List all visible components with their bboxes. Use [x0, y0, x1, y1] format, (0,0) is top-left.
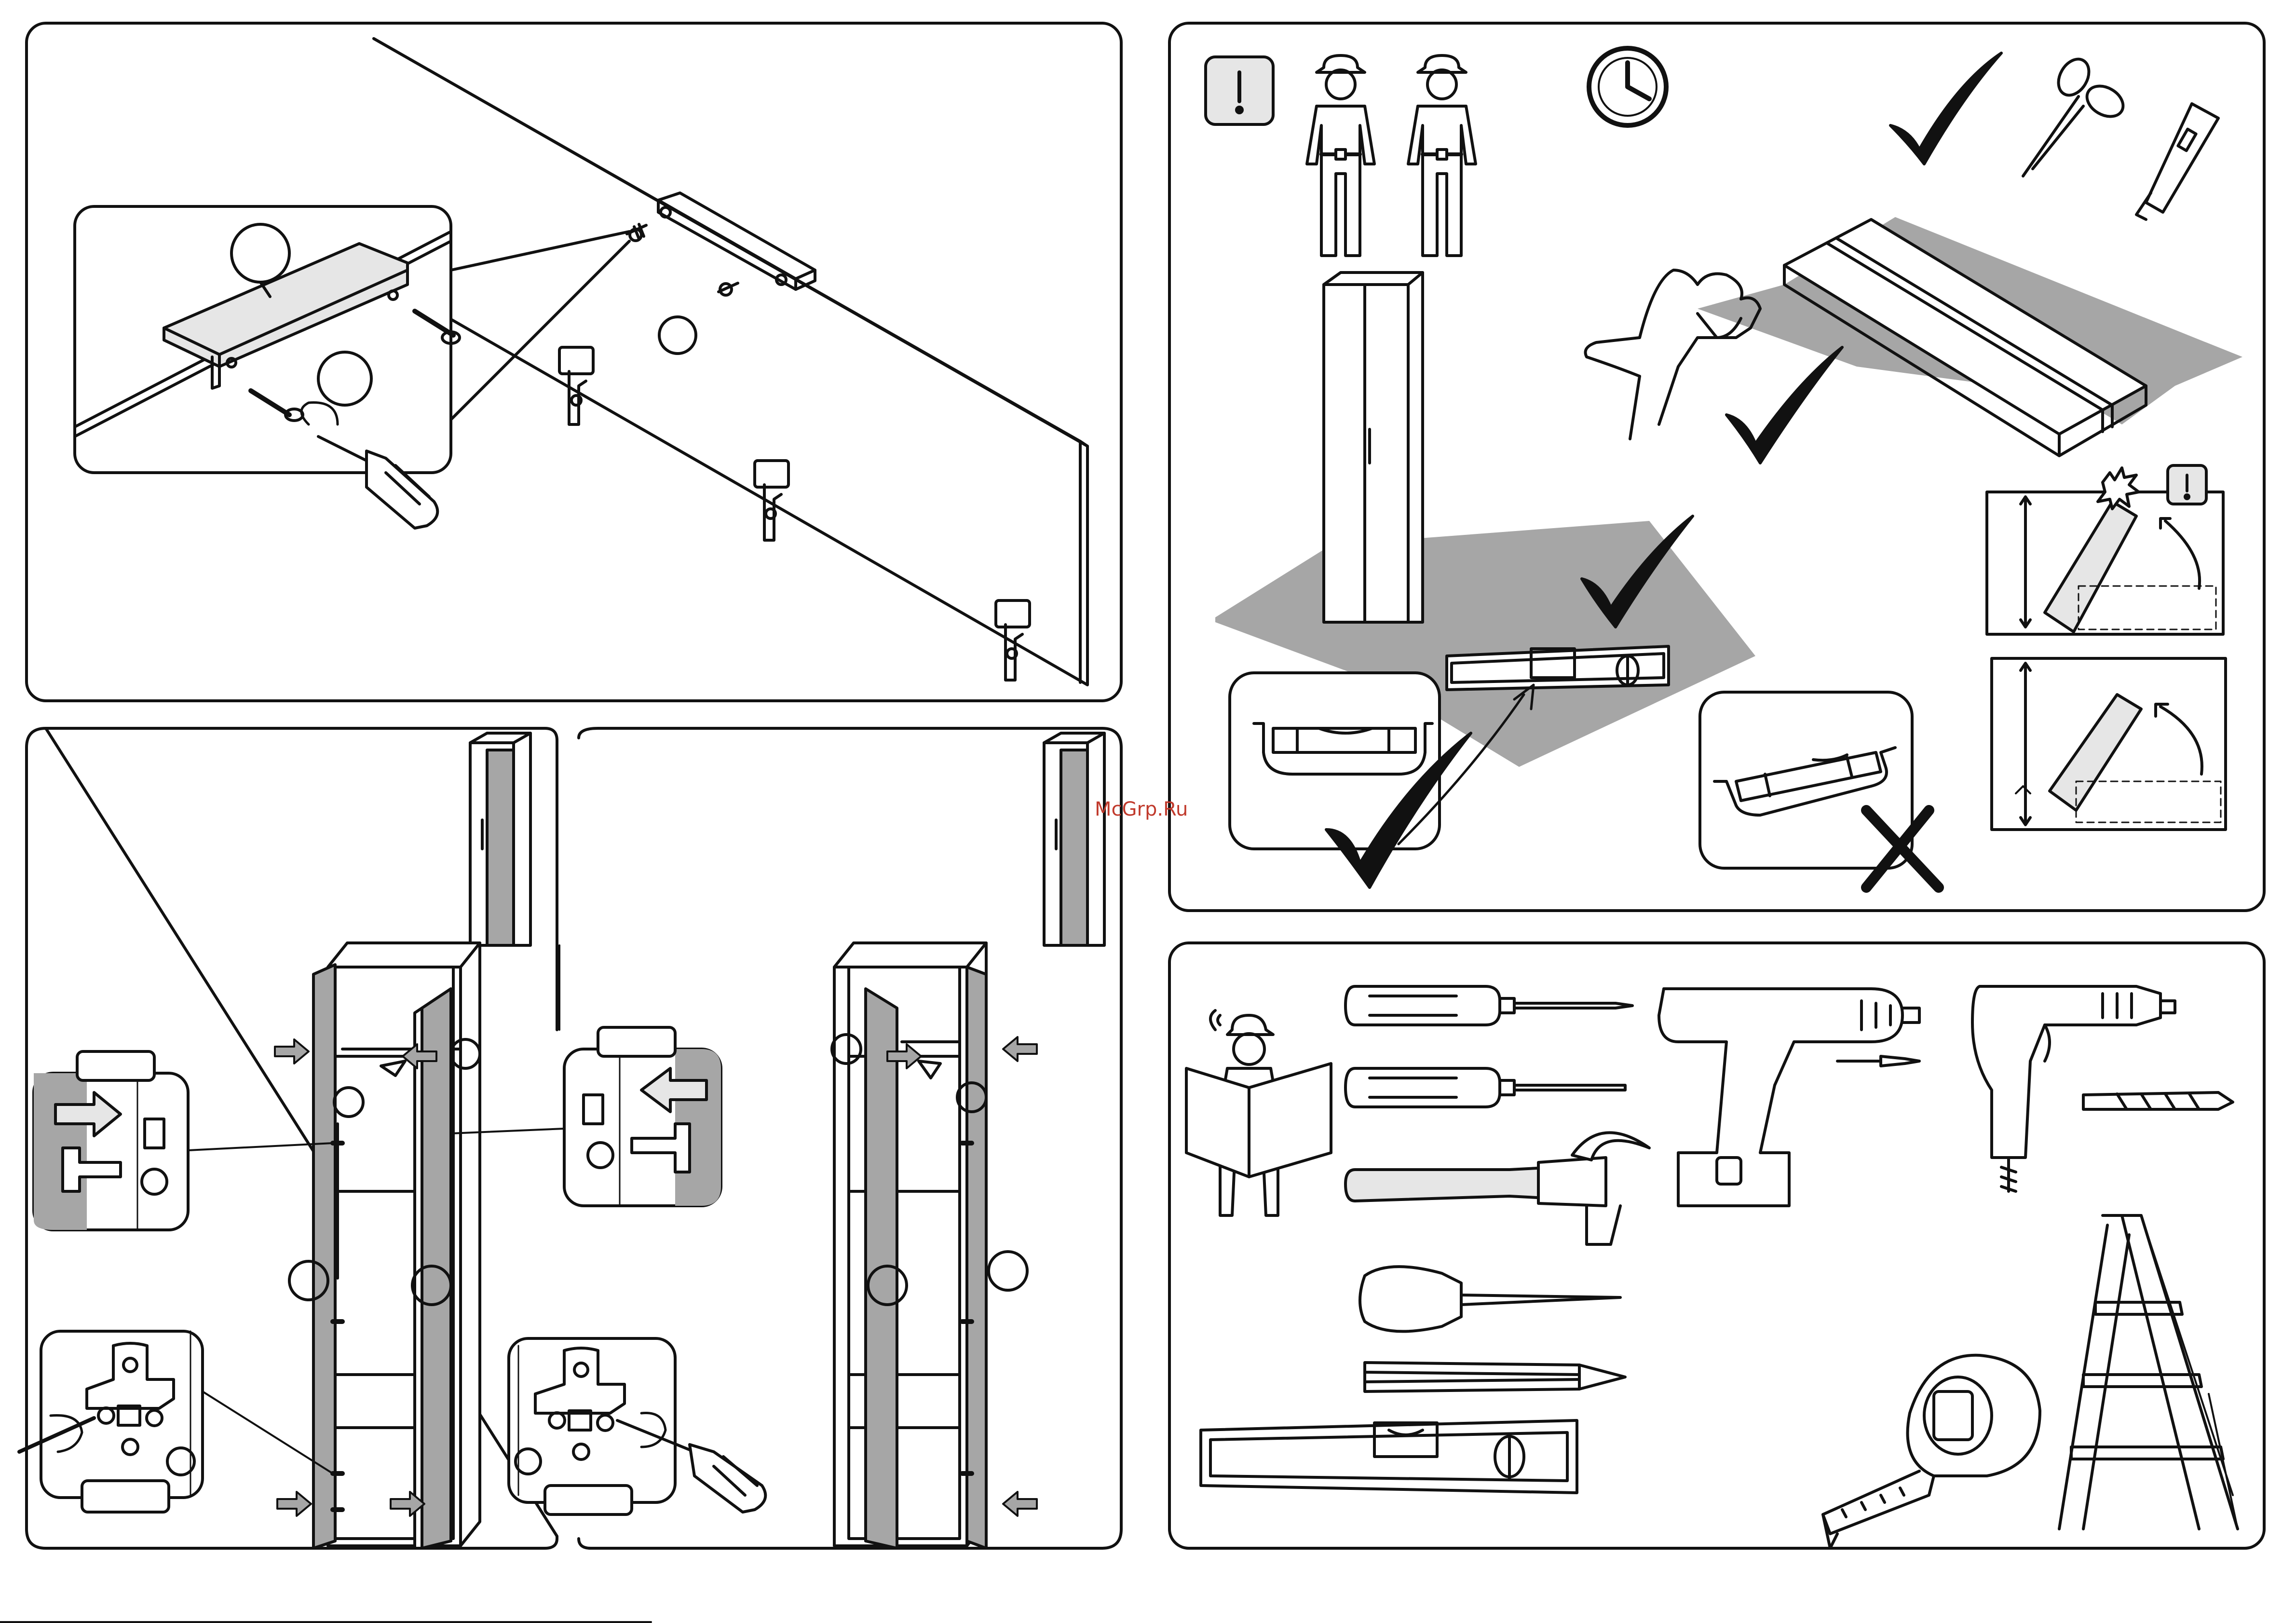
watermark-text: McGrp.Ru — [1095, 798, 1188, 820]
hammer-icon — [1345, 1132, 1649, 1244]
cordless-drill-icon — [1659, 989, 1919, 1206]
clock-icon — [1589, 48, 1666, 125]
hinge-inset-top-left — [34, 1051, 188, 1230]
cabinet-small-top-left — [470, 733, 530, 945]
two-person-icon — [1307, 55, 1476, 256]
instruction-reader-icon — [1186, 1010, 1331, 1215]
corner-protect-diagram — [1987, 465, 2223, 634]
hand-icon — [1586, 270, 1761, 439]
corner-protect-diagram-2 — [1992, 658, 2226, 830]
scissors-icon — [2023, 54, 2129, 176]
callout-circle — [659, 317, 696, 354]
checkmark-icon — [1890, 53, 2001, 164]
hanger-bracket-3 — [996, 600, 1030, 680]
strip-detail-inset — [75, 206, 629, 528]
spirit-level-icon — [1201, 1420, 1577, 1493]
phillips-screwdriver-icon — [1345, 986, 1632, 1025]
hanger-bracket-2 — [755, 461, 788, 540]
utility-knife-icon — [2136, 104, 2218, 219]
hinge-inset-top-right — [564, 1027, 721, 1206]
hinge-inset-bottom-right — [509, 1338, 765, 1514]
level-bad-inset — [1700, 692, 1912, 868]
cabinet-small-top-right — [1044, 733, 1104, 945]
flat-screwdriver-icon — [1345, 1068, 1625, 1107]
wall-panel-drawing — [374, 39, 1087, 685]
electric-drill-icon — [1972, 986, 2233, 1191]
checkmark-icon — [1726, 347, 1842, 463]
step-ladder-icon — [2059, 1215, 2238, 1529]
hinge-inset-bottom-left — [19, 1331, 203, 1512]
open-cabinet-right — [832, 943, 1037, 1548]
awl-icon — [1360, 1267, 1620, 1331]
pencil-icon — [1365, 1363, 1625, 1391]
warning-icon — [1206, 57, 1273, 124]
tape-measure-icon — [1823, 1355, 2040, 1548]
panel-divider — [557, 728, 598, 1030]
callout-circle — [989, 1252, 1027, 1290]
